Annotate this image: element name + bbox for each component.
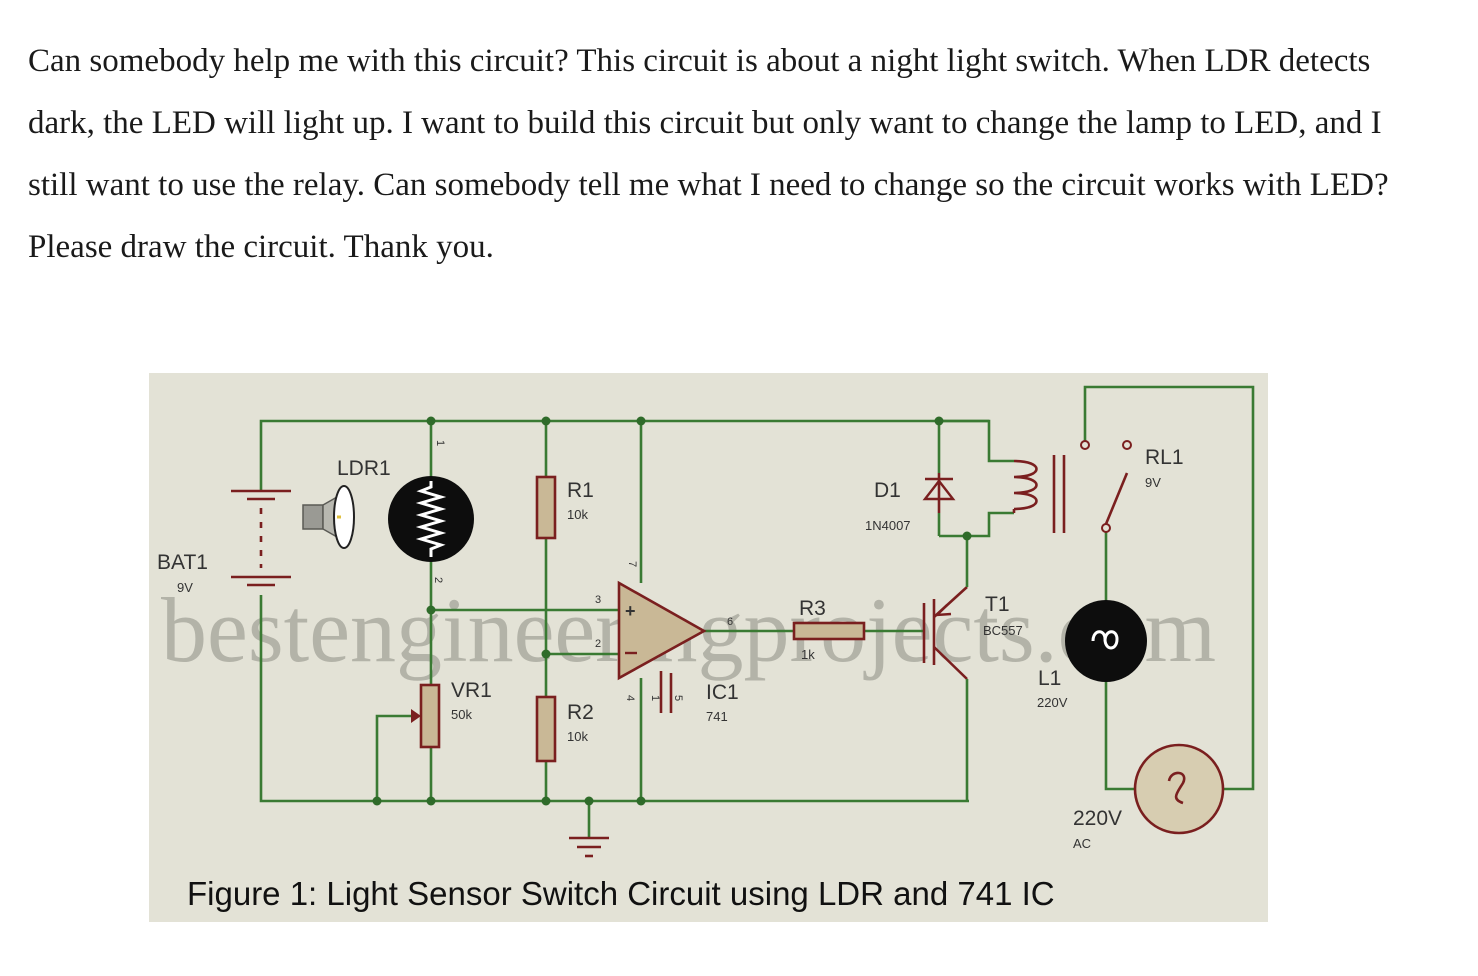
bat1-label: BAT1 xyxy=(157,551,208,574)
r2-label: R2 xyxy=(567,701,594,724)
r2-value: 10k xyxy=(567,729,588,744)
junction-dots xyxy=(372,416,972,806)
lamp-l1: L1 220V xyxy=(1037,600,1147,710)
pin-6: 6 xyxy=(727,616,733,628)
pin-4: 4 xyxy=(624,695,636,701)
ldr1-label: LDR1 xyxy=(337,457,391,480)
relay-rl1: RL1 9V xyxy=(1012,440,1184,533)
resistor-r1: R1 10k xyxy=(535,475,594,540)
l1-value: 220V xyxy=(1037,695,1068,710)
ac-label: 220V xyxy=(1073,807,1122,830)
vr1-value: 50k xyxy=(451,707,472,722)
opamp-ic1: + 3 2 7 6 4 1 5 IC1 741 xyxy=(595,561,739,724)
potentiometer-vr1: VR1 50k xyxy=(411,679,492,749)
diode-d1: D1 1N4007 xyxy=(865,473,956,533)
d1-label: D1 xyxy=(874,479,901,502)
ac-source: 220V AC xyxy=(1073,743,1225,851)
d1-value: 1N4007 xyxy=(865,518,911,533)
circuit-figure: bestengineeringprojects.com xyxy=(149,373,1268,922)
opamp-plus: + xyxy=(625,601,636,621)
question-text: Can somebody help me with this circuit? … xyxy=(28,43,1389,265)
ic1-value: 741 xyxy=(706,709,728,724)
ldr-pin2: 2 xyxy=(432,577,444,583)
vr1-label: VR1 xyxy=(451,679,492,702)
battery-bat1: BAT1 9V xyxy=(157,489,291,595)
r1-value: 10k xyxy=(567,507,588,522)
r3-label: R3 xyxy=(799,597,826,620)
ground-symbol xyxy=(569,836,609,858)
pin-1: 1 xyxy=(649,695,661,701)
pin-5: 5 xyxy=(672,695,684,701)
ic1-label: IC1 xyxy=(706,681,739,704)
circuit-diagram: bestengineeringprojects.com xyxy=(157,385,1255,912)
ldr-pin1: 1 xyxy=(434,440,446,446)
rl1-value: 9V xyxy=(1145,475,1161,490)
r1-label: R1 xyxy=(567,479,594,502)
resistor-r2: R2 10k xyxy=(535,695,594,763)
pin-2: 2 xyxy=(595,638,601,650)
ldr1: 1 2 LDR1 xyxy=(302,440,474,583)
r3-value: 1k xyxy=(801,647,815,662)
t1-label: T1 xyxy=(985,593,1010,616)
t1-value: BC557 xyxy=(983,623,1023,638)
resistor-r3: R3 1k xyxy=(792,597,866,662)
figure-caption: Figure 1: Light Sensor Switch Circuit us… xyxy=(187,875,1055,912)
l1-label: L1 xyxy=(1038,667,1061,690)
pin-7: 7 xyxy=(626,561,638,567)
bat1-value: 9V xyxy=(177,580,193,595)
transistor-t1: T1 BC557 xyxy=(922,578,1023,683)
light-source-icon xyxy=(302,485,355,549)
rl1-label: RL1 xyxy=(1145,446,1184,469)
ac-value: AC xyxy=(1073,836,1091,851)
wires xyxy=(259,385,1255,838)
pin-3: 3 xyxy=(595,594,601,606)
